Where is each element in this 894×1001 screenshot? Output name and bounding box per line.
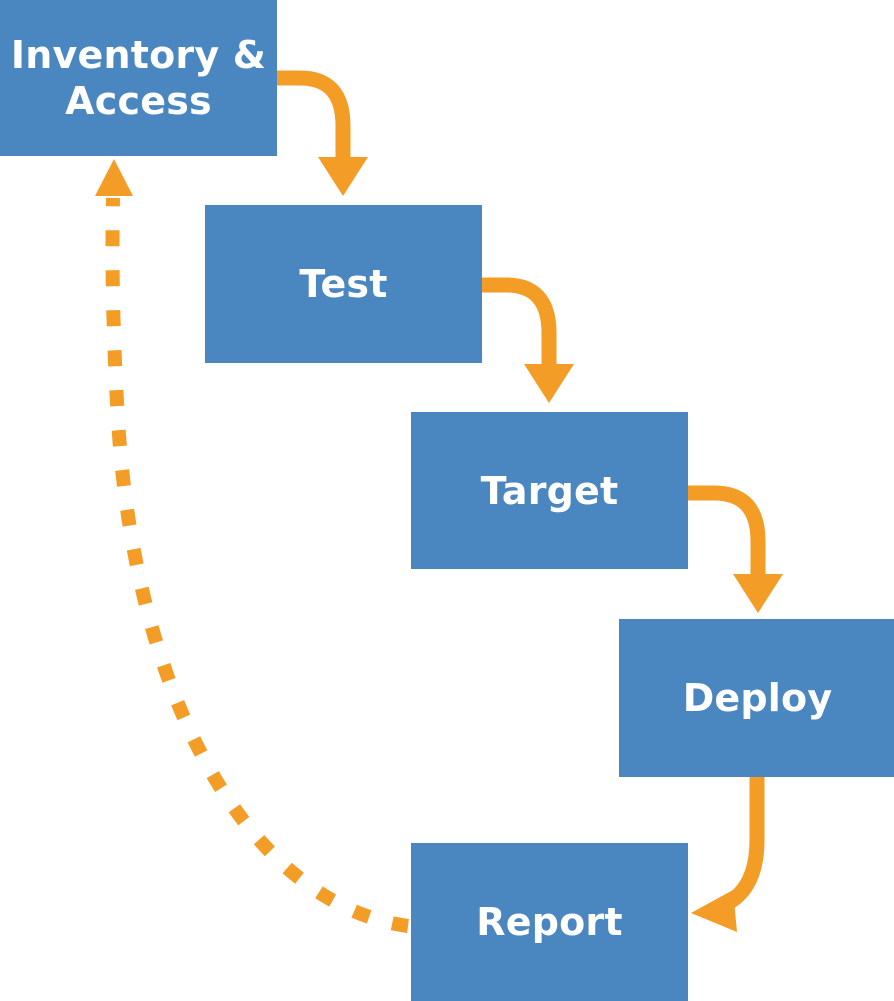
connector-deploy-to-report xyxy=(691,777,765,932)
process-node-label: Inventory & Access xyxy=(10,33,267,123)
process-node-label: Target xyxy=(480,468,619,513)
arrowhead-up-icon xyxy=(95,159,133,196)
process-node-label: Deploy xyxy=(682,676,833,720)
process-node-target[interactable]: Target xyxy=(411,412,688,569)
connector-report-to-inventory xyxy=(95,159,409,933)
arrowhead-down-icon xyxy=(524,364,574,403)
arrowhead-down-icon xyxy=(318,157,368,196)
process-node-deploy[interactable]: Deploy xyxy=(619,619,894,777)
connector-inventory-to-test xyxy=(276,70,368,196)
arrowhead-down-icon xyxy=(733,574,783,613)
arrowhead-left-icon xyxy=(691,890,737,932)
process-node-inventory-access[interactable]: Inventory & Access xyxy=(0,0,277,156)
process-node-report[interactable]: Report xyxy=(411,843,688,1001)
process-node-label: Report xyxy=(476,900,623,944)
process-node-test[interactable]: Test xyxy=(205,205,482,363)
connector-test-to-target xyxy=(481,277,574,403)
process-node-label: Test xyxy=(299,262,388,306)
connector-target-to-deploy xyxy=(688,485,783,613)
